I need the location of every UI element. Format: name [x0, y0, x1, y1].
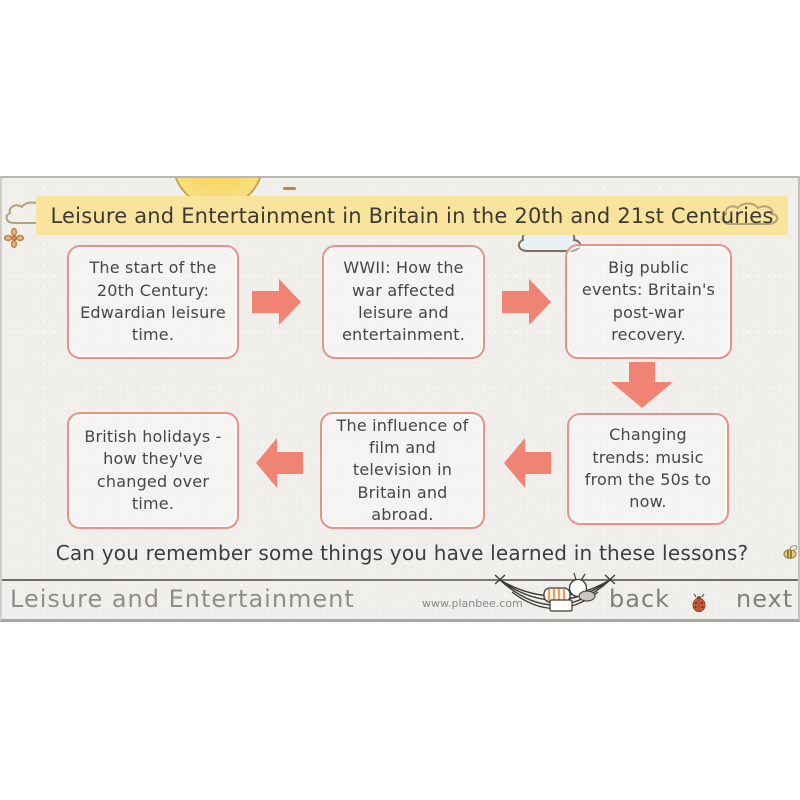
cloud-outline-right-icon	[721, 202, 779, 225]
flow-box-label: WWII: How the war affected leisure and e…	[341, 258, 466, 345]
footer-lesson-title: Leisure and Entertainment	[10, 585, 355, 613]
flow-box-british-holidays: British holidays - how they've changed o…	[67, 412, 239, 529]
footer-divider	[2, 579, 798, 581]
flow-box-public-events: Big public events: Britain's post-war re…	[565, 244, 732, 359]
flow-box-film-television: The influence of film and television in …	[320, 412, 485, 529]
flow-box-wwii: WWII: How the war affected leisure and e…	[322, 245, 485, 359]
slide: Leisure and Entertainment in Britain in …	[0, 176, 800, 622]
title-highlight-band: Leisure and Entertainment in Britain in …	[36, 196, 788, 235]
arrow-left-icon	[504, 438, 551, 488]
flower-icon	[4, 228, 24, 248]
bee-icon	[783, 545, 798, 559]
flow-box-label: The influence of film and television in …	[336, 415, 469, 525]
arrow-left-icon	[256, 438, 303, 488]
slide-title: Leisure and Entertainment in Britain in …	[50, 203, 774, 228]
flow-box-edwardian-leisure: The start of the 20th Century: Edwardian…	[67, 245, 239, 359]
flow-box-label: The start of the 20th Century: Edwardian…	[80, 258, 226, 345]
arrow-down-icon	[611, 362, 673, 408]
back-button[interactable]: back	[609, 585, 671, 613]
hammock-bee-icon	[494, 572, 616, 612]
ladybug-icon[interactable]	[691, 594, 707, 612]
flow-box-changing-trends: Changing trends: music from the 50s to n…	[567, 413, 729, 525]
flow-box-label: Changing trends: music from the 50s to n…	[584, 425, 712, 512]
recap-question: Can you remember some things you have le…	[55, 541, 749, 565]
flow-box-label: British holidays - how they've changed o…	[84, 426, 222, 513]
arrow-right-icon	[502, 279, 551, 325]
website-url: www.planbee.com	[422, 597, 523, 610]
next-button[interactable]: next	[736, 585, 794, 613]
sun-ray-dash-icon	[283, 187, 296, 190]
flow-box-label: Big public events: Britain's post-war re…	[581, 257, 716, 344]
arrow-right-icon	[252, 279, 301, 325]
